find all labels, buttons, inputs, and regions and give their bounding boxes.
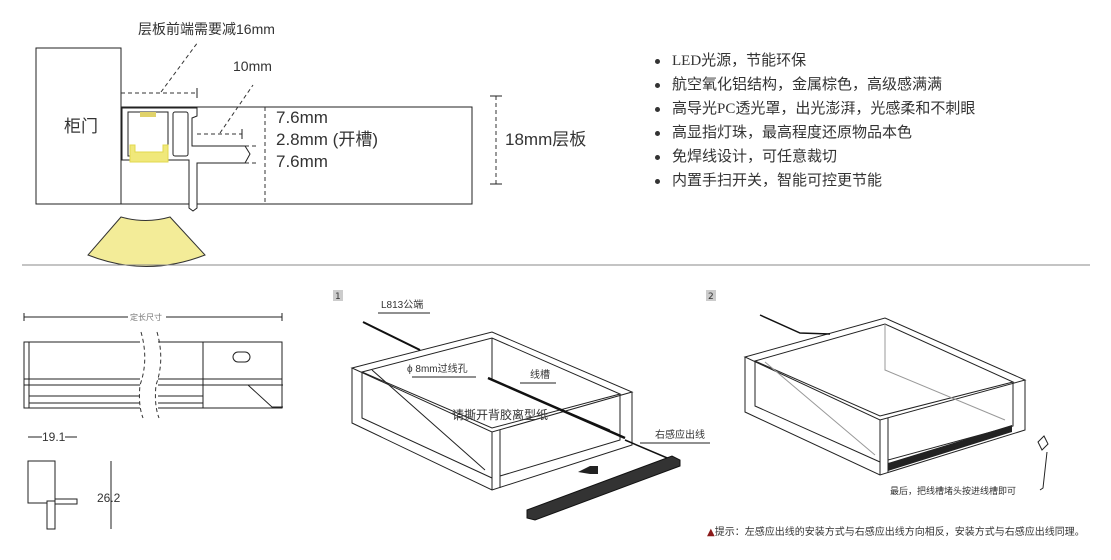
shelf-label: 18mm层板 [505,130,586,149]
step-2-number: 2 [708,292,714,302]
feature-list: LED光源，节能环保 航空氧化铝结构，金属棕色，高级感满满 高导光PC透光罩，出… [655,49,975,193]
end-cap-icon [1037,435,1049,451]
step-2: 2 最后，把线槽堵头按进线槽即可 [706,290,1049,496]
bullet-icon [655,154,660,160]
step-1-number: 1 [335,292,341,302]
length-label: 定长尺寸 [130,312,162,322]
bullet-icon [655,106,660,112]
feature-item: 内置手扫开关，智能可控更节能 [655,169,975,193]
final-step-label: 最后，把线槽堵头按进线槽即可 [890,485,1016,496]
bullet-icon [655,58,660,64]
feature-item: 航空氧化铝结构，金属棕色，高级感满满 [655,73,975,97]
groove-label: 2.8mm (开槽) [276,130,378,149]
cut-leader [160,41,199,93]
bullet-icon [655,82,660,88]
installed-light-bar [888,425,1012,471]
door-label: 柜门 [64,117,98,136]
warning-triangle-icon: ▲ [707,527,715,538]
wire-hole-label: ϕ 8mm过线孔 [407,362,468,375]
feature-item: 高导光PC透光罩，出光澎湃，光感柔和不刺眼 [655,97,975,121]
cross-section-diagram: 柜门 层板前端需要减16mm 10mm 7.6mm 2.8mm (开槽) 7.6… [35,21,586,267]
feature-text: 航空氧化铝结构，金属棕色，高级感满满 [672,77,943,93]
feature-text: 免焊线设计，可任意裁切 [672,149,838,165]
feature-text: 内置手扫开关，智能可控更节能 [672,173,883,189]
shelf-cut-note: 层板前端需要减16mm [138,21,275,37]
feature-item: 高显指灯珠，最高程度还原物品本色 [655,121,975,145]
feature-text: LED光源，节能环保 [672,53,807,69]
light-bar [526,455,681,521]
feature-text: 高导光PC透光罩，出光澎湃，光感柔和不刺眼 [672,101,976,117]
note-text: 提示：左感应出线的安装方式与右感应出线方向相反，安装方式与右感应出线同理。 [714,527,1085,538]
channel-label: 线槽 [530,368,550,381]
connector-port-icon [232,351,251,363]
insert-arrow-icon [578,466,598,474]
outlet-label: 右感应出线 [655,428,705,441]
bullet-icon [655,178,660,184]
aluminum-profile [121,107,258,212]
connector-label: L813公端 [381,298,423,311]
feature-item: 免焊线设计，可任意裁切 [655,145,975,169]
feature-item: LED光源，节能环保 [655,49,975,73]
dimension-drawing: 定长尺寸 19.1 26.2 [23,312,283,530]
bottom-layer-label: 7.6mm [276,152,328,171]
bullet-icon [655,130,660,136]
width-label: 19.1 [42,430,66,444]
depth-label: 10mm [233,58,272,74]
height-label: 26.2 [97,491,121,505]
light-beam [87,216,206,267]
depth-leader [219,84,254,134]
step-1: 1 L813公端 ϕ 8mm过线孔 线槽 请撕开背胶离型纸 右感应出线 [333,290,710,521]
peel-label: 请撕开背胶离型纸 [452,407,548,422]
lens-cover [129,144,169,163]
feature-text: 高显指灯珠，最高程度还原物品本色 [672,125,913,141]
top-layer-label: 7.6mm [276,108,328,127]
shelf-board [120,106,473,205]
install-note: ▲提示：左感应出线的安装方式与右感应出线方向相反，安装方式与右感应出线同理。 [707,523,1085,538]
